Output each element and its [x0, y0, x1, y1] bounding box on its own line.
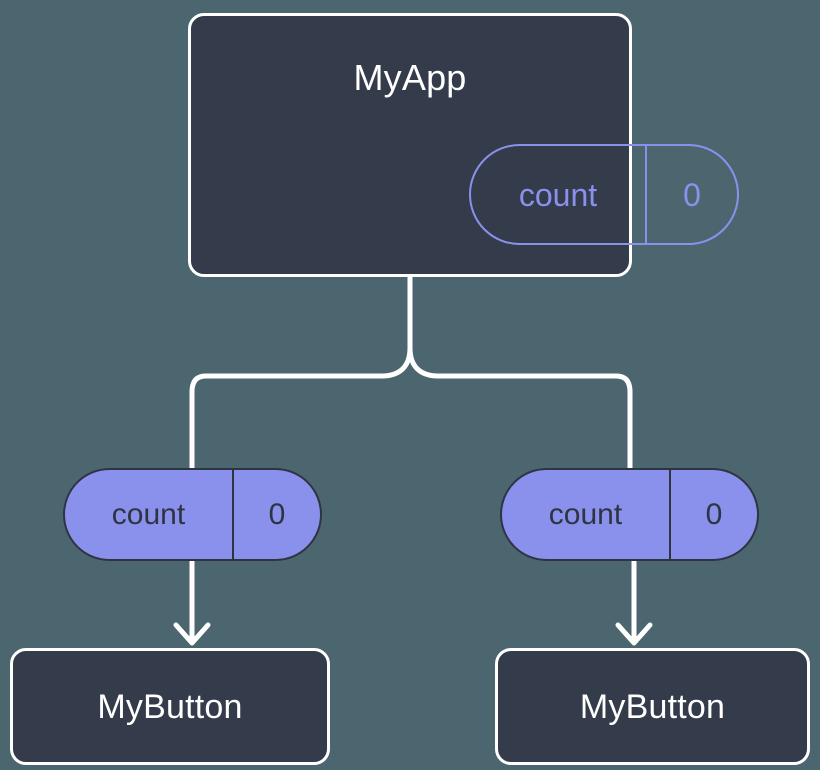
state-pill-key: count [471, 146, 647, 243]
node-mybutton-left-title: MyButton [97, 687, 243, 726]
prop-pill-value: 0 [268, 497, 286, 531]
node-mybutton-left[interactable]: MyButton [10, 648, 330, 765]
arrow-left-head [173, 622, 211, 646]
node-myapp[interactable]: MyApp count 0 [188, 13, 739, 277]
connector-branch-left [189, 347, 413, 468]
node-mybutton-right[interactable]: MyButton [495, 648, 810, 765]
arrow-right-head [615, 622, 653, 646]
prop-pill-right-count[interactable]: count 0 [500, 468, 759, 561]
prop-pill-left-count[interactable]: count 0 [63, 468, 322, 561]
node-myapp-title: MyApp [353, 57, 467, 98]
node-mybutton-right-title: MyButton [579, 687, 726, 726]
state-pill-myapp-count[interactable]: count 0 [469, 144, 739, 245]
prop-pill-key: count [65, 470, 234, 559]
connector-branch-right [407, 347, 633, 468]
prop-pill-key: count [502, 470, 671, 559]
state-pill-value: 0 [683, 176, 701, 213]
prop-pill-value: 0 [705, 497, 723, 531]
